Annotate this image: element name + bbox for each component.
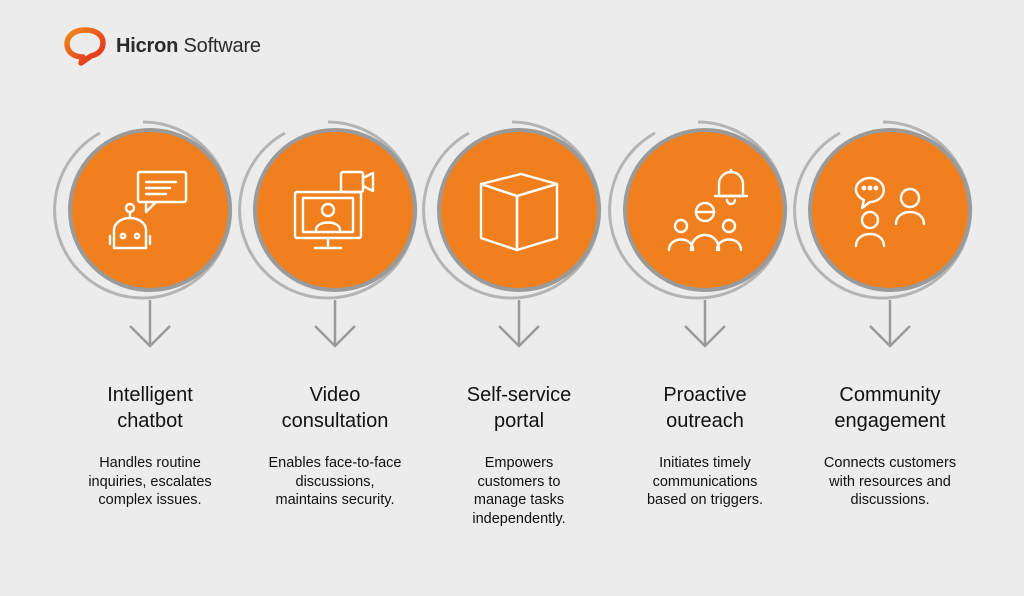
step-title-line: Video <box>309 384 361 406</box>
brand-name: Hicron Software <box>116 35 261 58</box>
chatbot-icon <box>108 170 188 250</box>
step-title-line: outreach <box>666 410 744 432</box>
step-circle-frame <box>422 120 602 348</box>
desc-line: discussions, <box>295 473 375 490</box>
step-description: Connects customers with resources and di… <box>780 454 1000 510</box>
step-self-service-portal: Self-service portal Empowers customers t… <box>422 0 614 596</box>
step-title-line: chatbot <box>117 410 183 432</box>
desc-line: Empowers <box>484 455 554 471</box>
step-video-consultation: Video consultation Enables face-to-face … <box>238 0 430 596</box>
step-circle-frame <box>793 120 973 348</box>
step-description: Enables face-to-face discussions, mainta… <box>225 454 445 510</box>
hicron-logo-mark <box>64 27 106 66</box>
step-title: Community engagement <box>785 382 995 434</box>
brand-name-light: Software <box>183 34 262 57</box>
desc-line: independently. <box>472 510 566 527</box>
desc-line: inquiries, escalates <box>88 473 212 490</box>
brand-name-bold: Hicron <box>116 34 179 57</box>
bell-group-icon <box>667 168 749 252</box>
desc-line: Connects customers <box>823 455 957 471</box>
step-circle-frame <box>608 120 788 348</box>
video-call-icon <box>293 170 375 250</box>
box-icon <box>479 172 559 252</box>
step-title: Proactive outreach <box>600 382 810 434</box>
desc-line: complex issues. <box>98 492 202 508</box>
step-proactive-outreach: Proactive outreach Initiates timely comm… <box>608 0 800 596</box>
desc-line: with resources and <box>829 473 951 490</box>
desc-line: manage tasks <box>473 492 565 508</box>
step-title-line: Proactive <box>663 384 747 406</box>
step-description: Empowers customers to manage tasks indep… <box>409 454 629 528</box>
desc-line: customers to <box>477 473 561 490</box>
step-circle-frame <box>53 120 233 348</box>
desc-line: Initiates timely <box>659 455 751 471</box>
step-title-line: engagement <box>834 410 946 432</box>
desc-line: Handles routine <box>99 455 201 471</box>
desc-line: maintains security. <box>275 492 395 508</box>
desc-line: Enables face-to-face <box>268 455 402 471</box>
brand-logo: Hicron Software <box>64 26 261 66</box>
step-title-line: Intelligent <box>107 384 193 406</box>
step-title: Intelligent chatbot <box>45 382 255 434</box>
step-description: Handles routine inquiries, escalates com… <box>40 454 260 510</box>
step-title-line: consultation <box>281 410 389 432</box>
community-chat-icon <box>854 176 926 248</box>
step-title-line: portal <box>493 410 545 432</box>
step-community-engagement: Community engagement Connects customers … <box>793 0 985 596</box>
step-title: Self-service portal <box>414 382 624 434</box>
desc-line: discussions. <box>850 492 930 508</box>
step-title-line: Self-service <box>466 384 572 406</box>
step-description: Initiates timely communications based on… <box>595 454 815 510</box>
desc-line: based on triggers. <box>646 492 764 508</box>
step-title: Video consultation <box>230 382 440 434</box>
step-title-line: Community <box>839 384 941 406</box>
step-intelligent-chatbot: Intelligent chatbot Handles routine inqu… <box>53 0 245 596</box>
desc-line: communications <box>652 473 758 490</box>
